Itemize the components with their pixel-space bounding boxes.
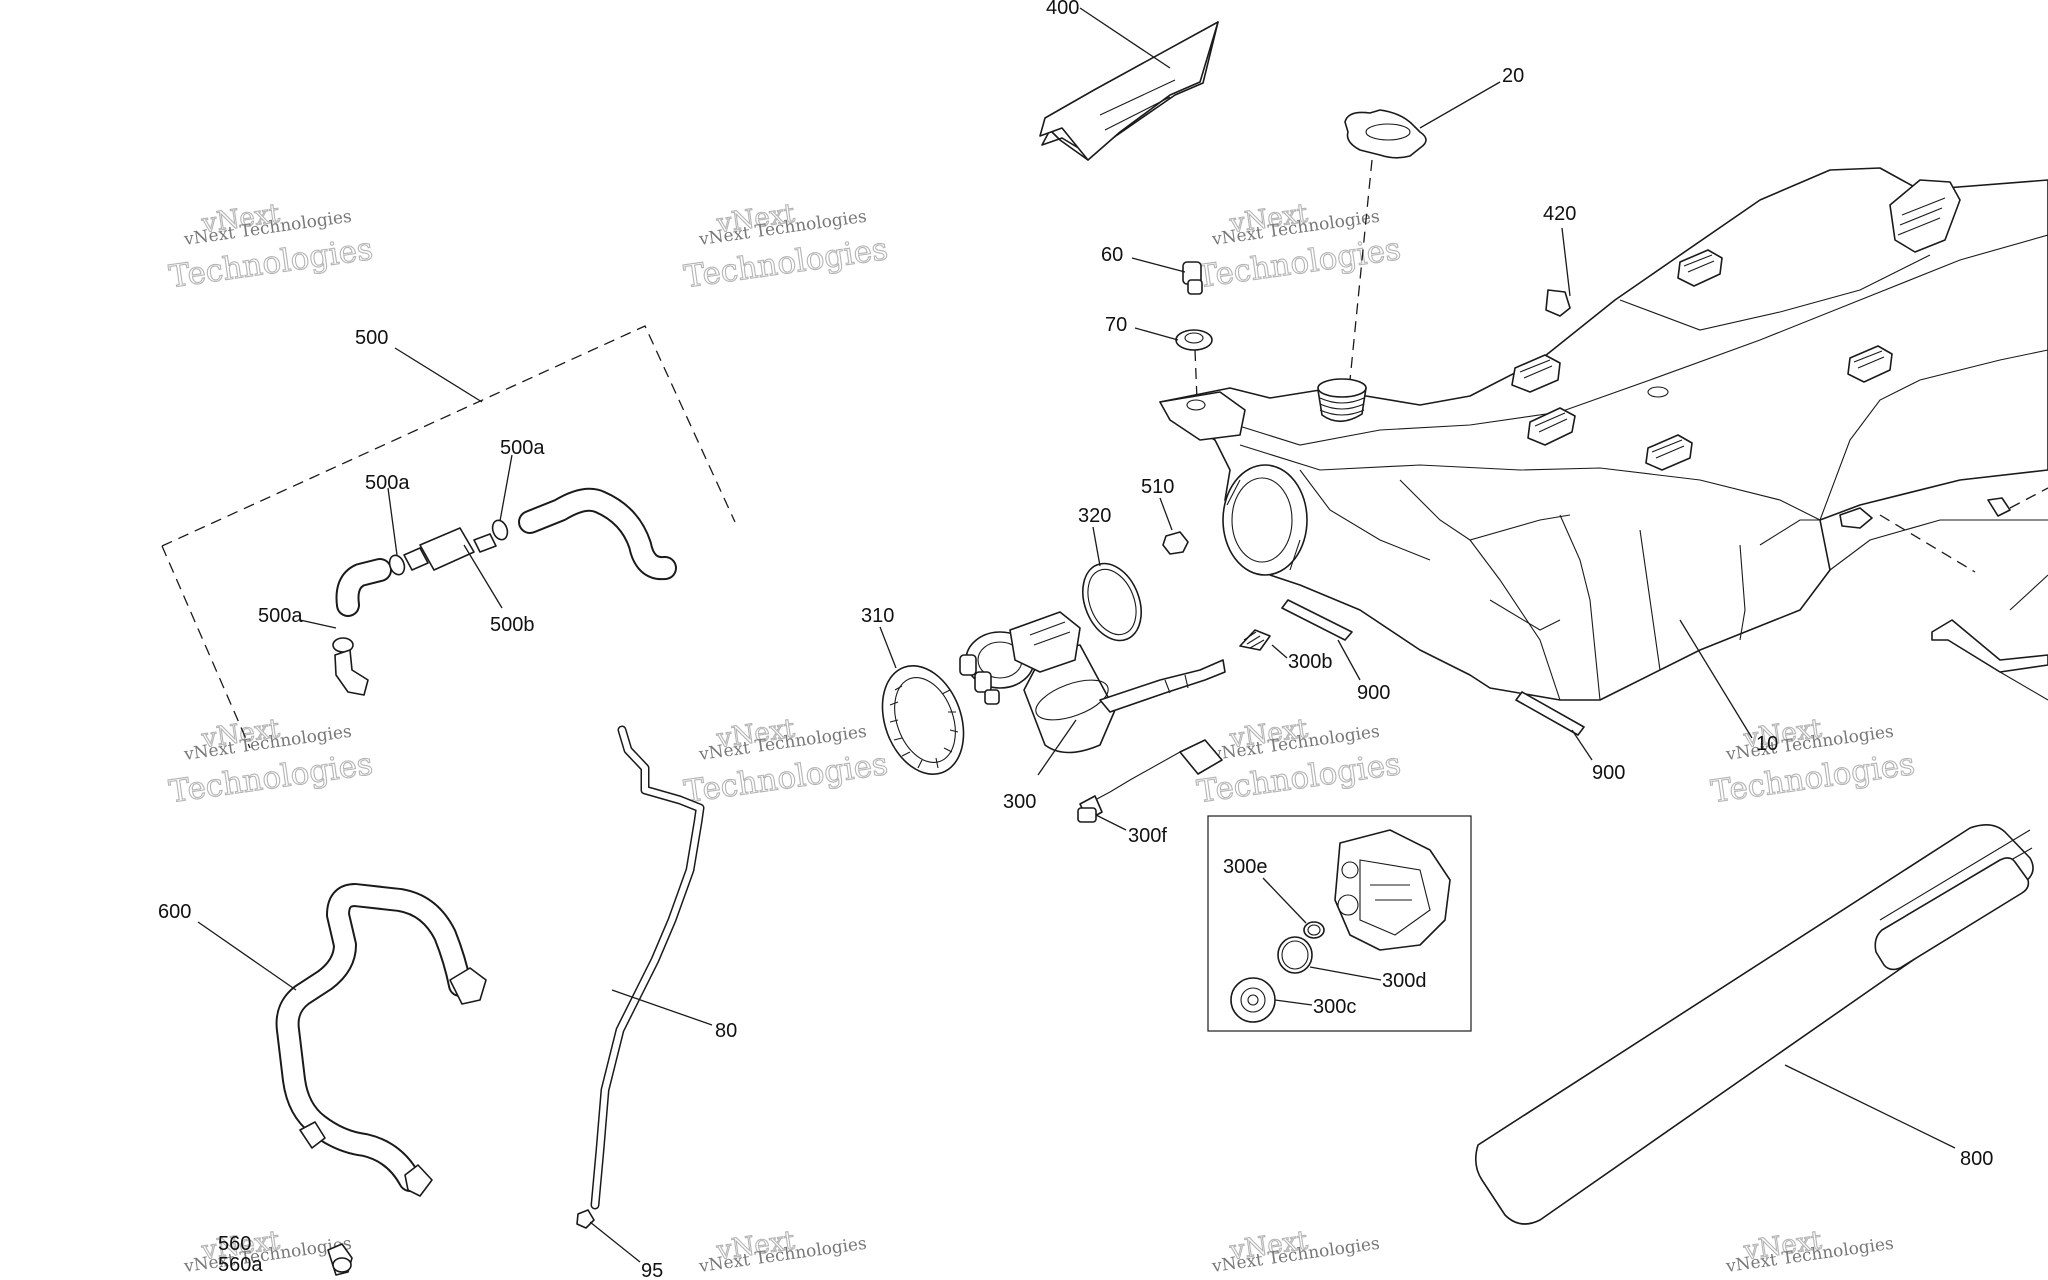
watermark: Technologies vNext vNext Technologies: [1708, 713, 1917, 811]
part-500-group-outline: [161, 325, 736, 749]
watermark: Technologies vNext vNext Technologies: [166, 198, 375, 296]
callout-510: 510: [1141, 476, 1174, 498]
callout-300: 300: [1003, 791, 1036, 813]
part-310-lock-ring[interactable]: [868, 654, 978, 785]
callout-600: 600: [158, 901, 191, 923]
part-800-pad[interactable]: [1474, 824, 2034, 1225]
callout-560a: 560a: [218, 1254, 263, 1276]
part-300b-spring[interactable]: [1239, 629, 1271, 651]
part-900-pad-lower[interactable]: [1515, 691, 1585, 736]
part-300c-regulator[interactable]: [1230, 977, 1276, 1023]
part-510-nut[interactable]: [1162, 531, 1189, 555]
part-300d-o-ring[interactable]: [1277, 936, 1313, 974]
callout-60: 60: [1101, 244, 1123, 266]
watermark: Technologies vNext vNext Technologies: [681, 198, 890, 296]
callout-400: 400: [1046, 0, 1079, 19]
part-320-o-ring[interactable]: [1072, 555, 1152, 649]
part-500a-clamp-2[interactable]: [490, 518, 510, 542]
callout-10: 10: [1756, 733, 1778, 755]
callout-500a-2: 500a: [500, 437, 545, 459]
part-60-vent-valve[interactable]: [1182, 261, 1203, 295]
part-500-hose-upper[interactable]: [518, 487, 677, 581]
part-300f-level-sender[interactable]: [1077, 739, 1223, 823]
callout-95: 95: [641, 1260, 663, 1280]
callout-500: 500: [355, 327, 388, 349]
callout-500b: 500b: [490, 614, 535, 636]
part-500-hose-lower[interactable]: [335, 558, 392, 617]
callout-300d: 300d: [1382, 970, 1427, 992]
callout-70: 70: [1105, 314, 1127, 336]
callout-80: 80: [715, 1020, 737, 1042]
callout-500a-3: 500a: [258, 605, 303, 627]
part-500b-fuel-filter[interactable]: [403, 527, 497, 571]
callout-300c: 300c: [1313, 996, 1356, 1018]
watermark: vNext vNext Technologies: [182, 1225, 353, 1277]
part-95-clip[interactable]: [576, 1209, 595, 1229]
watermark: vNext vNext Technologies: [697, 1225, 868, 1277]
callout-310: 310: [861, 605, 894, 627]
part-500a-clamp-1[interactable]: [387, 553, 407, 577]
callout-900-lower: 900: [1592, 762, 1625, 784]
part-300-fuel-pump[interactable]: [959, 611, 1226, 754]
watermark: vNext vNext Technologies: [1724, 1225, 1895, 1277]
watermark: vNext vNext Technologies: [1210, 1225, 1381, 1277]
callout-560: 560: [218, 1233, 251, 1255]
part-20-fuel-cap[interactable]: [1344, 109, 1427, 159]
callout-900-upper: 900: [1357, 682, 1390, 704]
callout-300e: 300e: [1223, 856, 1268, 878]
part-300e-o-ring[interactable]: [1303, 921, 1325, 939]
part-80-tube[interactable]: [590, 725, 705, 1210]
callout-500a-1: 500a: [365, 472, 410, 494]
part-70-grommet[interactable]: [1175, 329, 1213, 351]
watermark: Technologies vNext vNext Technologies: [166, 713, 375, 811]
watermark: Technologies vNext vNext Technologies: [681, 713, 890, 811]
part-600-vent-hose[interactable]: [275, 883, 487, 1197]
callout-300b: 300b: [1288, 651, 1333, 673]
callout-300f: 300f: [1128, 825, 1167, 847]
callout-420: 420: [1543, 203, 1576, 225]
callout-320: 320: [1078, 505, 1111, 527]
tank-strap: [1931, 574, 2048, 701]
part-420-clip[interactable]: [1545, 289, 1571, 317]
part-900-pad-upper[interactable]: [1281, 599, 1353, 641]
watermark: Technologies vNext vNext Technologies: [1194, 713, 1403, 811]
callout-20: 20: [1502, 65, 1524, 87]
part-10-fuel-tank[interactable]: [1159, 167, 2048, 701]
callout-800: 800: [1960, 1148, 1993, 1170]
part-560-fitting[interactable]: [327, 1243, 353, 1276]
watermark: Technologies vNext vNext Technologies: [1194, 198, 1403, 296]
part-400-heat-shield[interactable]: [1039, 21, 1219, 161]
part-500-elbow-fitting[interactable]: [334, 649, 369, 696]
